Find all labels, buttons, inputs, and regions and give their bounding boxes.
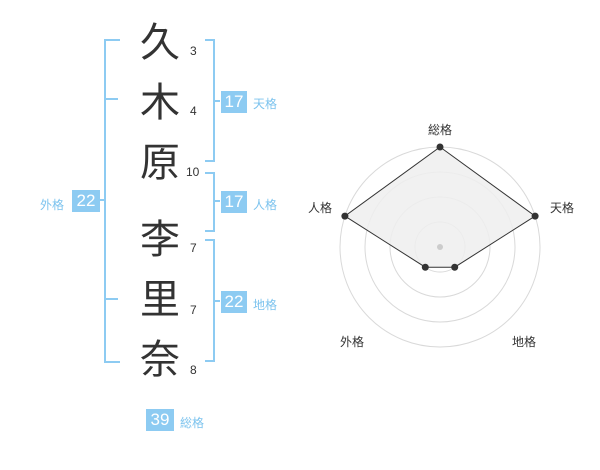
name-char-6: 奈 — [140, 337, 180, 383]
radar-points — [341, 143, 539, 271]
radar-point-1 — [436, 143, 444, 151]
chikaku-label: 地格 — [253, 298, 278, 312]
stroke-count-5: 7 — [190, 303, 197, 317]
jinkaku-tick — [214, 200, 220, 202]
stroke-count-6: 8 — [190, 363, 197, 377]
gaikaku-tick — [100, 199, 106, 201]
radar-label-tenkaku: 天格 — [550, 200, 574, 215]
radar-label-gaikaku: 外格 — [340, 334, 364, 349]
radar-point-2 — [531, 212, 539, 220]
jinkaku-value-badge: 17 — [221, 191, 247, 213]
soukaku-value-badge: 39 — [146, 409, 174, 431]
radar-label-chikaku: 地格 — [512, 334, 536, 349]
bracket-tick-upper — [106, 98, 118, 100]
chikaku-value-badge: 22 — [221, 291, 247, 313]
stroke-count-2: 4 — [190, 104, 197, 118]
soukaku-label: 総格 — [180, 416, 205, 430]
name-char-1: 久 — [140, 20, 180, 66]
tenkaku-value-badge: 17 — [221, 91, 247, 113]
radar-point-4 — [421, 263, 429, 271]
name-char-3: 原 — [140, 140, 180, 186]
jinkaku-label: 人格 — [253, 198, 278, 212]
gaikaku-value-badge: 22 — [72, 190, 100, 212]
name-char-2: 木 — [140, 80, 180, 126]
radar-point-3 — [451, 263, 459, 271]
bracket-tick-lower — [106, 298, 118, 300]
radar-label-soukaku: 総格 — [428, 122, 452, 137]
stroke-count-1: 3 — [190, 44, 197, 58]
gaikaku-label: 外格 — [40, 198, 65, 212]
chikaku-tick — [214, 300, 220, 302]
tenkaku-label: 天格 — [253, 97, 278, 111]
radar-point-5 — [341, 212, 349, 220]
name-char-5: 里 — [140, 277, 180, 323]
radar-chart: 総格 天格 地格 外格 人格 — [308, 122, 574, 349]
stroke-count-3: 10 — [186, 165, 200, 179]
tenkaku-tick — [214, 100, 220, 102]
name-char-4: 李 — [140, 217, 180, 263]
stroke-count-4: 7 — [190, 241, 197, 255]
radar-area — [344, 146, 536, 268]
gaikaku-bracket — [104, 39, 120, 363]
jinkaku-bracket — [205, 172, 215, 232]
radar-label-jinkaku: 人格 — [308, 200, 332, 215]
radar-center-dot — [437, 244, 443, 250]
